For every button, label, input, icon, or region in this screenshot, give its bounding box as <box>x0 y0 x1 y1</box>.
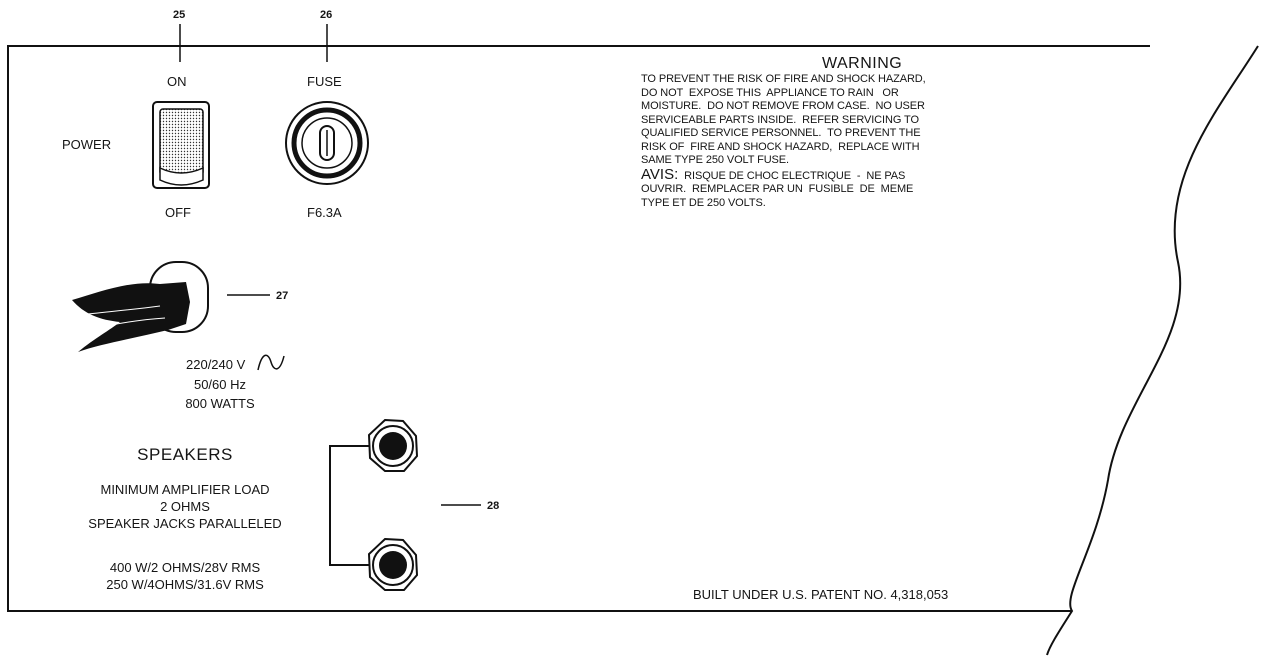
avis-line-1: RISQUE DE CHOC ELECTRIQUE - NE PAS <box>678 170 906 182</box>
power-switch <box>152 101 210 189</box>
warning-line-4: SERVICEABLE PARTS INSIDE. REFER SERVICIN… <box>641 113 919 126</box>
warning-title: WARNING <box>822 55 903 72</box>
speakers-load-line-1: MINIMUM AMPLIFIER LOAD <box>100 482 270 497</box>
avis-line-3: TYPE ET DE 250 VOLTS. <box>641 196 766 209</box>
callout-27: 27 <box>276 290 289 302</box>
power-on-label: ON <box>167 74 187 89</box>
avis-first-line: AVIS: RISQUE DE CHOC ELECTRIQUE - NE PAS <box>641 167 905 183</box>
callout-26: 26 <box>320 9 333 21</box>
callout-28: 28 <box>487 500 500 512</box>
patent-notice: BUILT UNDER U.S. PATENT NO. 4,318,053 <box>693 587 949 602</box>
power-off-label: OFF <box>165 205 191 220</box>
speaker-jack-bottom <box>367 537 419 591</box>
warning-line-3: MOISTURE. DO NOT REMOVE FROM CASE. NO US… <box>641 100 925 112</box>
avis-heading: AVIS: <box>641 166 679 183</box>
speakers-load-line-3: SPEAKER JACKS PARALLELED <box>88 516 282 531</box>
fuse-label: FUSE <box>307 74 342 89</box>
fuse-holder <box>285 101 369 185</box>
mains-frequency: 50/60 Hz <box>193 377 247 392</box>
mains-voltage: 220/240 V <box>186 357 246 372</box>
callout-25: 25 <box>173 9 186 21</box>
warning-line-6: RISK OF FIRE AND SHOCK HAZARD, REPLACE W… <box>641 140 920 153</box>
warning-line-5: QUALIFIED SERVICE PERSONNEL. TO PREVENT … <box>641 127 921 139</box>
speakers-title: SPEAKERS <box>137 445 233 464</box>
speaker-bracket <box>329 445 370 566</box>
speakers-rating-1: 400 W/2 OHMS/28V RMS <box>109 560 261 575</box>
panel-outline <box>7 45 1259 656</box>
warning-line-7: SAME TYPE 250 VOLT FUSE. <box>641 154 789 166</box>
warning-line-1: TO PREVENT THE RISK OF FIRE AND SHOCK HA… <box>641 73 926 85</box>
speakers-load-line-2: 2 OHMS <box>160 499 210 514</box>
power-label: POWER <box>62 137 112 152</box>
fuse-rating: F6.3A <box>307 205 342 220</box>
power-cord <box>72 261 209 352</box>
avis-line-2: OUVRIR. REMPLACER PAR UN FUSIBLE DE MEME <box>641 183 914 195</box>
mains-wattage: 800 WATTS <box>185 396 255 411</box>
warning-line-2: DO NOT EXPOSE THIS APPLIANCE TO RAIN OR <box>641 86 899 99</box>
ac-sine-icon <box>257 354 285 371</box>
speaker-jack-top <box>367 418 419 472</box>
speakers-rating-2: 250 W/4OHMS/31.6V RMS <box>106 577 264 592</box>
